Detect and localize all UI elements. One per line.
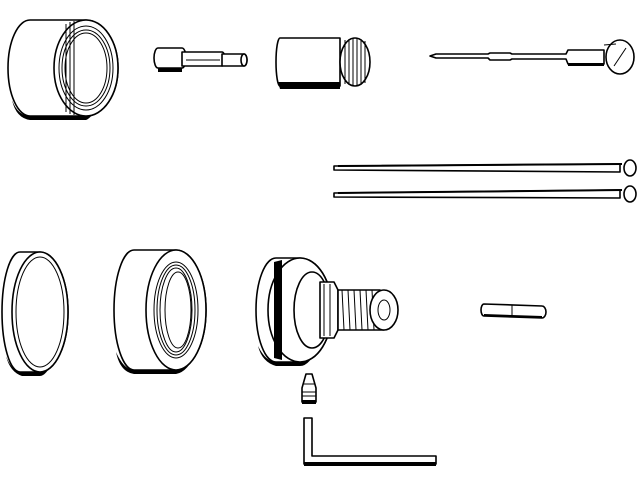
cartridge-icon bbox=[255, 257, 399, 366]
threaded-collar-icon bbox=[113, 249, 207, 374]
long-screw-icon bbox=[333, 185, 637, 203]
set-screw-icon bbox=[301, 373, 317, 404]
long-screw-icon bbox=[333, 159, 637, 177]
splined-adapter-icon bbox=[275, 37, 371, 89]
pin-icon bbox=[480, 303, 547, 319]
grooved-sleeve-icon bbox=[7, 19, 119, 120]
stem-rod-icon bbox=[429, 39, 635, 75]
ring-icon bbox=[1, 251, 69, 376]
spindle-extension-icon bbox=[153, 47, 248, 72]
hex-key-icon bbox=[303, 417, 437, 466]
